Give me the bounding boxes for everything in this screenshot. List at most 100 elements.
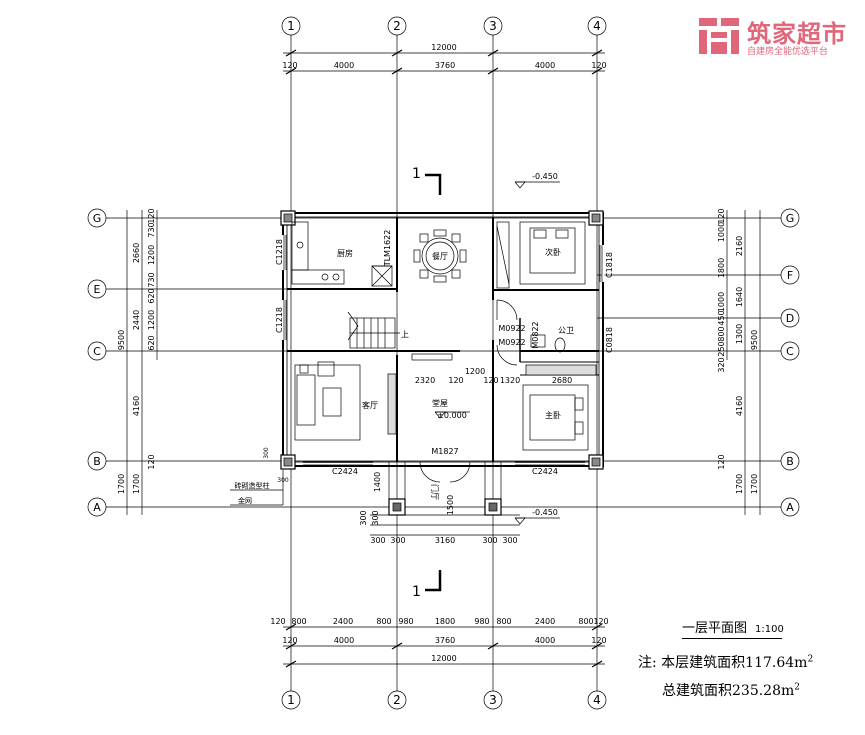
dim-top-part: 4000 (334, 61, 354, 70)
elevation-hall: ±0.000 (437, 411, 467, 420)
room-foyer: 门厅 (430, 484, 440, 500)
dim-left-inner: 620 (147, 288, 156, 303)
dim-bottom-part: 120 (591, 636, 606, 645)
axis-label-2-bottom: 2 (393, 693, 401, 707)
dim-porch: 1500 (446, 495, 455, 515)
room-master-bedroom: 主卧 (545, 410, 561, 420)
dim-left-mid: 2660 (132, 243, 141, 263)
logo-tagline: 自建房全能优选平台 (747, 47, 829, 57)
dim-right-inner: 1800 (717, 258, 726, 278)
dim-right-mid: 1640 (735, 287, 744, 307)
dim-right-inner: 120 (717, 454, 726, 469)
axis-label-B-left: B (93, 455, 101, 468)
room-second-bedroom: 次卧 (545, 247, 561, 257)
section-mark-bottom: 1 (412, 584, 421, 600)
window-label-c1818: C1818 (605, 252, 614, 278)
area-note-unit-sup: 2 (807, 654, 814, 665)
dim-top-total: 12000 (431, 43, 456, 52)
area-note-floor: 注: 本层建筑面积117.64m2 (638, 652, 813, 672)
axis-label-2-top: 2 (393, 19, 401, 33)
dim-bottom-detail: 800 (578, 617, 593, 626)
dim-right-inner: 800 (717, 326, 726, 341)
dim-left-mid: 4160 (132, 396, 141, 416)
dim-porch: 300 (371, 510, 380, 525)
axis-label-1-bottom: 1 (287, 693, 295, 707)
elevation-top: -0.450 (532, 172, 558, 181)
dim-bottom-detail: 800 (496, 617, 511, 626)
title-underline (682, 638, 782, 639)
axis-label-D-right: D (786, 312, 794, 325)
axis-label-3-top: 3 (489, 19, 497, 33)
axis-label-C-right: C (786, 345, 794, 358)
logo-icon (699, 18, 739, 54)
axis-label-E-left: E (94, 283, 101, 296)
dim-bottom-part: 120 (282, 636, 297, 645)
dim-left-outer: 9500 (117, 330, 126, 350)
column-note: 砖砌造型柱 (235, 481, 270, 490)
axis-label-B-right: B (786, 455, 794, 468)
room-bathroom: 公卫 (558, 326, 574, 335)
dim-bottom-detail: 980 (474, 617, 489, 626)
dim-bottom-total: 12000 (431, 654, 456, 663)
axis-label-G-left: G (93, 212, 102, 225)
dim-porch: 3160 (435, 536, 455, 545)
window-label-c2424: C2424 (332, 467, 358, 476)
drawing-scale: 1:100 (755, 624, 784, 635)
window-label-c2424: C2424 (532, 467, 558, 476)
dim-bottom-detail: 120 (593, 617, 608, 626)
room-kitchen: 厨房 (337, 248, 353, 258)
dim-right-inner: 120 (717, 208, 726, 223)
dim-porch: 300 (390, 536, 405, 545)
dim-left-inner: 120 (147, 454, 156, 469)
axis-label-G-right: G (786, 212, 795, 225)
dim-porch: 300 (359, 510, 368, 525)
dim-bottom-detail: 2400 (535, 617, 555, 626)
section-mark-top: 1 (412, 166, 421, 182)
dim-left-mid: 2440 (132, 310, 141, 330)
dim-bottom-detail: 120 (270, 617, 285, 626)
window-label-c1218: C1218 (275, 239, 284, 265)
dim-right-inner: 320 (717, 357, 726, 372)
door-label-m0922: M0922 (498, 324, 525, 333)
window-label-c0818: C0818 (605, 327, 614, 353)
dim-top-part: 120 (282, 61, 297, 70)
dim-interior: 2680 (552, 376, 572, 385)
door-label-m1827: M1827 (431, 447, 458, 456)
dim-interior: 120 (448, 376, 463, 385)
dim-bottom-part: 3760 (435, 636, 455, 645)
dim-left-outer: 1700 (117, 474, 126, 494)
axis-label-4-top: 4 (593, 19, 601, 33)
dim-interior: 120 (483, 376, 498, 385)
dim-porch: 300 (370, 536, 385, 545)
dim-right-outer: 1700 (750, 474, 759, 494)
dim-right-mid: 1300 (735, 324, 744, 344)
dim-bottom-detail: 800 (376, 617, 391, 626)
area-note-label: 注: 本层建筑面积 (638, 655, 746, 671)
stairs-up-label: 上 (401, 330, 409, 339)
door-label-m0822: M0822 (531, 321, 540, 348)
area-note-total: 总建筑面积235.28m2 (662, 680, 800, 700)
area-note-value: 235.28m (732, 683, 795, 699)
axis-label-1-top: 1 (287, 19, 295, 33)
axis-label-4-bottom: 4 (593, 693, 601, 707)
dim-right-mid: 4160 (735, 396, 744, 416)
dim-left-inner: 730 (147, 222, 156, 237)
dim-left-inner: 120 (147, 208, 156, 223)
drawing-title-name: 一层平面图 (682, 621, 748, 636)
dim-left-inner: 730 (147, 272, 156, 287)
dim-top-part: 3760 (435, 61, 455, 70)
dim-pillar: 300 (277, 477, 289, 484)
room-dining: 餐厅 (432, 252, 448, 261)
axis-label-3-bottom: 3 (489, 693, 497, 707)
dim-right-inner: 250 (717, 341, 726, 356)
window-label-c1218: C1218 (275, 307, 284, 333)
area-note-label: 总建筑面积 (662, 683, 732, 699)
window-label-tlm1622: TLM1622 (383, 230, 392, 268)
dim-right-inner: 1000 (717, 222, 726, 242)
dim-right-outer: 9500 (750, 330, 759, 350)
brand-logo: 筑家超市 自建房全能优选平台 (697, 10, 865, 60)
dim-right-mid: 2160 (735, 236, 744, 256)
dim-porch: 300 (502, 536, 517, 545)
dim-bottom-part: 4000 (334, 636, 354, 645)
